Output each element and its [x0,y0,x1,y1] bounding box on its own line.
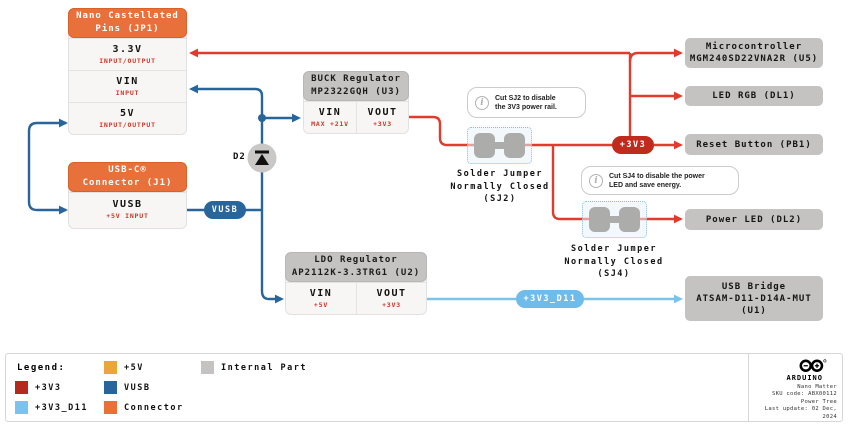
jumper-pad [589,207,610,232]
footer-brand-panel: ARDUINO Nano Matter SKU code: ABX00112 P… [749,354,844,421]
block-title: BUCK Regulator MP2322GQH (U3) [303,71,409,101]
jumper-pad [619,207,640,232]
solder-jumper-sj2 [467,127,532,164]
pin-vin: VIN INPUT [69,70,186,102]
color-swatch [15,381,28,394]
jumper-pad [504,133,525,158]
diode-d2-label: D2 [233,152,246,162]
block-title: LDO Regulator AP2112K-3.3TRG1 (U2) [285,252,427,282]
jumper-bridge [610,216,619,223]
block-nano-castellated-pins: Nano Castellated Pins (JP1) 3.3V INPUT/O… [68,8,187,135]
legend-panel: Legend: +3V3 +3V3_D11 +5V VUSB Connector… [5,353,843,422]
legend-item-3v3-d11: +3V3_D11 [15,401,88,414]
block-usb-bridge: USB Bridge ATSAM-D11-D14A-MUT (U1) [685,276,823,321]
footer-divider [748,354,749,421]
pin-vout: VOUT +3V3 [356,282,426,314]
jumper-bridge [495,142,504,149]
jumper-pad [474,133,495,158]
pin-vin: VIN +5V [286,282,356,314]
red-arrowheads [189,48,683,224]
block-ldo-regulator: LDO Regulator AP2112K-3.3TRG1 (U2) VIN +… [285,252,427,315]
pin-3v3: 3.3V INPUT/OUTPUT [69,38,186,70]
color-swatch [104,361,117,374]
block-title: Nano Castellated Pins (JP1) [68,8,187,38]
color-swatch [104,401,117,414]
block-reset-button: Reset Button (PB1) [685,134,823,155]
net-pill-3v3-d11: +3V3_D11 [516,290,584,308]
lightblue-arrowheads [674,294,683,304]
last-update: Last update: 02 Dec, 2024 [764,406,837,420]
net-pill-3v3: +3V3 [612,136,654,154]
brand-name: ARDUINO [786,373,823,382]
wiring-layer [27,48,683,304]
block-title: USB-C® Connector (J1) [68,162,187,192]
legend-item-internal-part: Internal Part [201,361,307,374]
arduino-logo-icon [799,359,827,372]
note-sj2: i Cut SJ2 to disable the 3V3 power rail. [467,87,586,118]
doc-info: Nano Matter SKU code: ABX00112 Power Tre… [749,384,837,422]
solder-jumper-sj2-label: Solder Jumper Normally Closed (SJ2) [450,169,550,204]
color-swatch [104,381,117,394]
pin-vin: VIN MAX +21V [304,101,356,133]
legend-title: Legend: [17,363,66,373]
color-swatch [15,401,28,414]
legend-item-vusb: VUSB [104,381,150,394]
legend-item-3v3: +3V3 [15,381,61,394]
note-sj4: i Cut SJ4 to disable the power LED and s… [581,166,739,195]
info-icon: i [589,173,603,188]
sku-code: SKU code: ABX00112 [771,391,837,397]
solder-jumper-sj4-label: Solder Jumper Normally Closed (SJ4) [564,244,664,279]
info-icon: i [475,95,489,110]
product-name: Nano Matter [797,383,837,390]
block-usbc-connector: USB-C® Connector (J1) VUSB +5V INPUT [68,162,187,229]
solder-jumper-sj4 [582,201,647,238]
net-pill-vusb: VUSB [204,201,246,219]
block-microcontroller: Microcontroller MGM240SD22VNA2R (U5) [685,38,823,68]
block-buck-regulator: BUCK Regulator MP2322GQH (U3) VIN MAX +2… [303,71,409,134]
note-text: Cut SJ2 to disable the 3V3 power rail. [495,94,557,111]
legend-item-connector: Connector [104,401,184,414]
block-power-led: Power LED (DL2) [685,209,823,230]
doc-type: Power Tree [800,398,837,405]
diode-d2 [247,143,277,173]
pin-5v: 5V INPUT/OUTPUT [69,102,186,134]
pin-vout: VOUT +3V3 [356,101,408,133]
color-swatch [201,361,214,374]
note-text: Cut SJ4 to disable the power LED and sav… [609,172,705,189]
pin-vusb: VUSB +5V INPUT [69,192,186,228]
block-led-rgb: LED RGB (DL1) [685,86,823,106]
legend-item-5v: +5V [104,361,144,374]
blue-arrowheads [59,84,301,304]
